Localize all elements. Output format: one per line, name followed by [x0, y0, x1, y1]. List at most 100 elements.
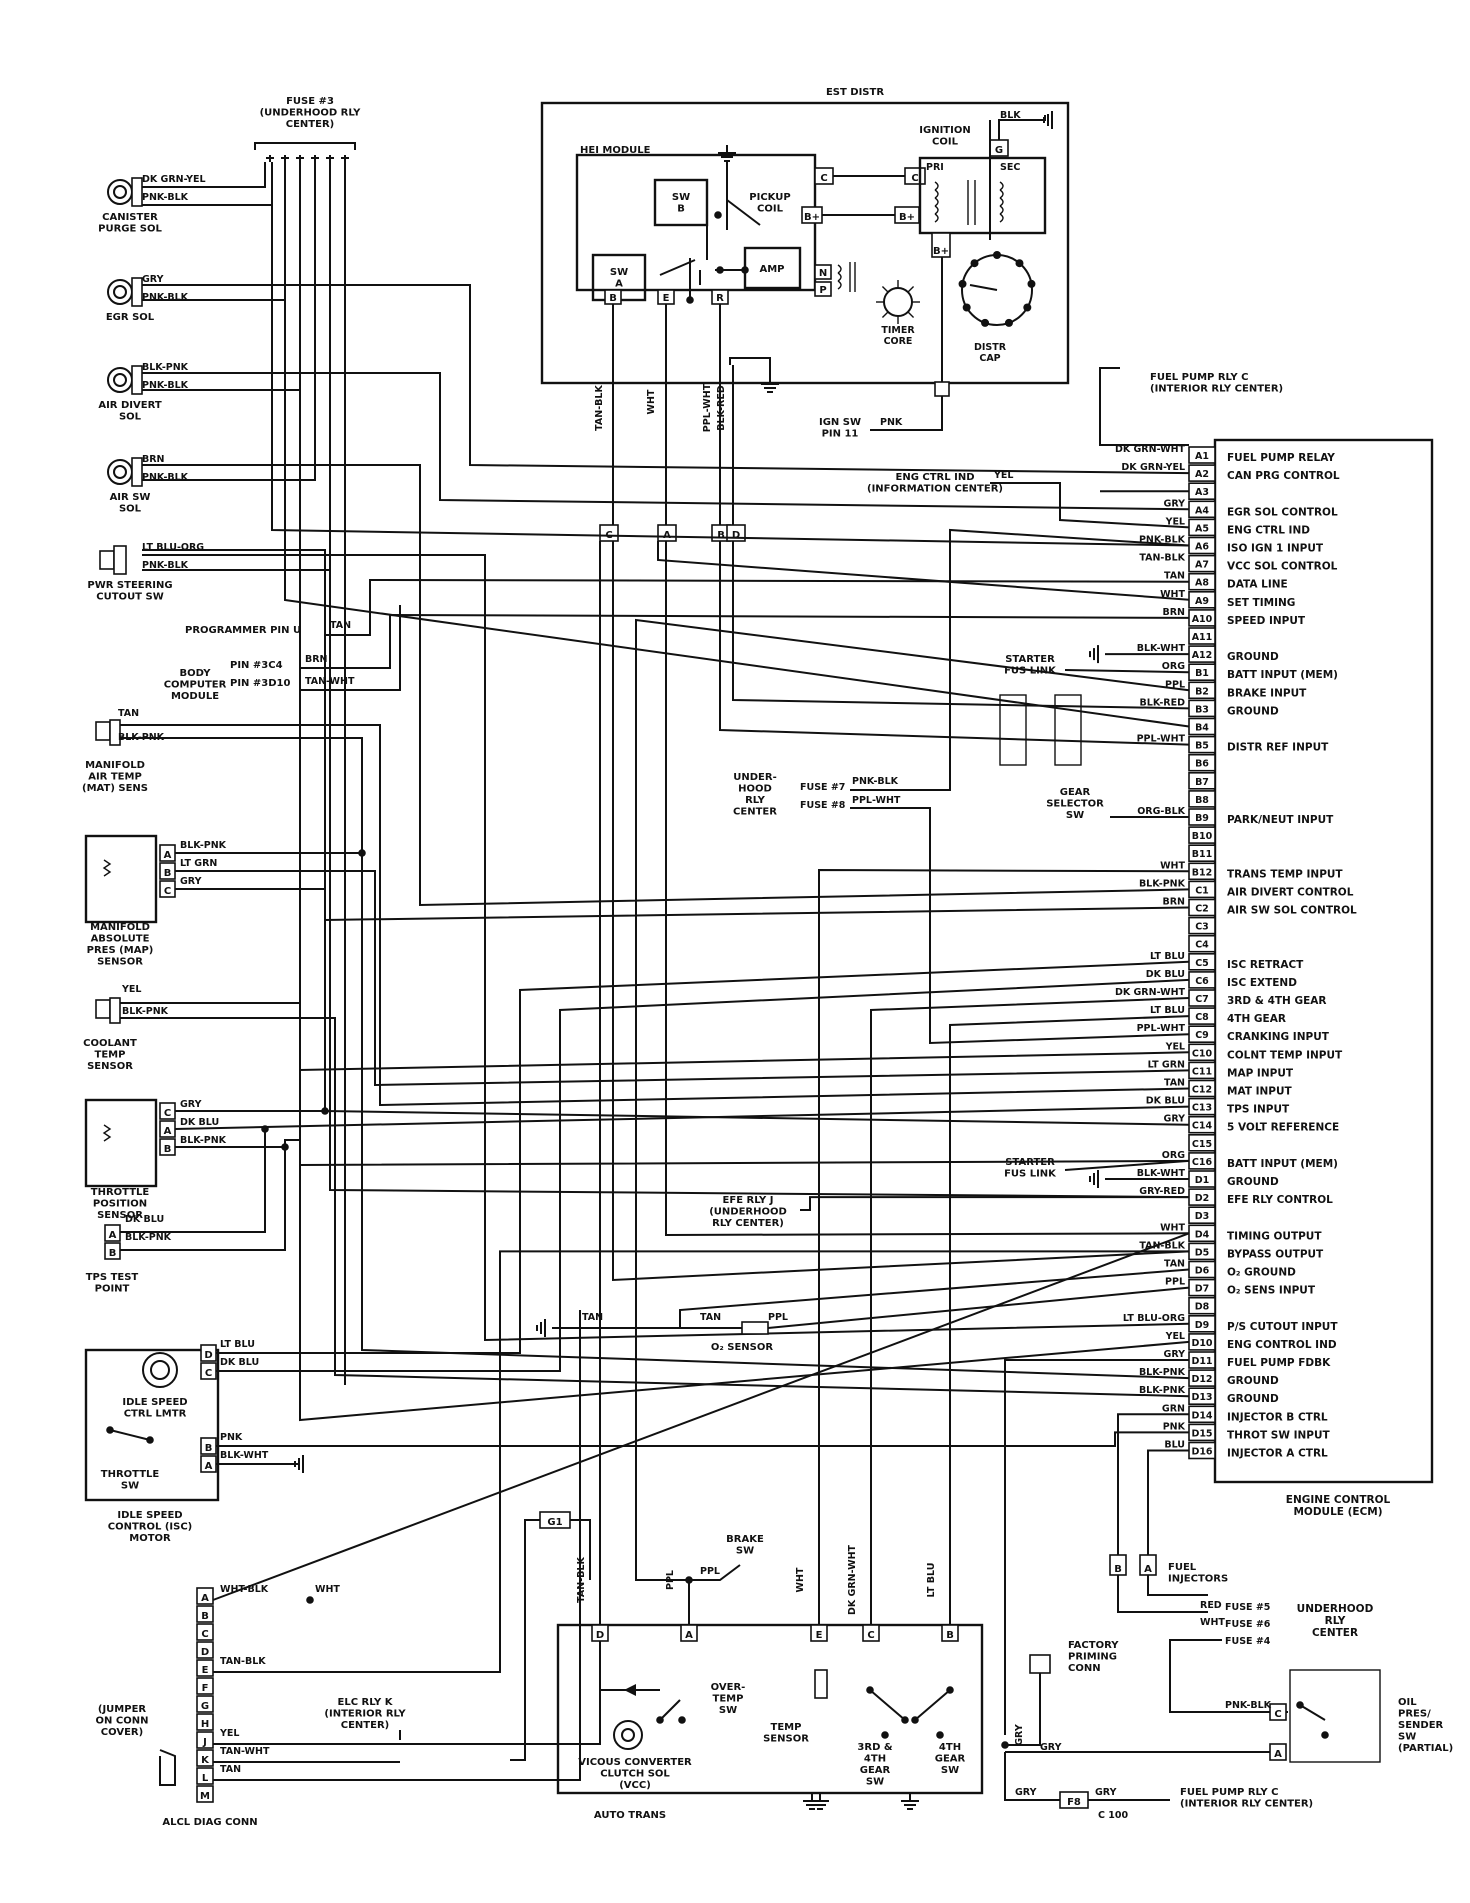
ecm-pin-number: C9 [1195, 1030, 1209, 1041]
distr-cap-terminal [1027, 279, 1036, 288]
ignition-coil-box [918, 156, 1047, 235]
wire-coolant-yel [120, 1002, 1190, 1072]
o2-sensor-body [741, 1321, 769, 1335]
pickup-winding [837, 280, 842, 290]
isc-pin-label: C [205, 1368, 212, 1379]
wire-mat-blk-pnk [120, 737, 363, 850]
junction-dot [741, 266, 749, 274]
ecm-wire-color: TAN-BLK [1139, 1240, 1185, 1251]
ecm-wire-color: DK GRN-WHT [1115, 444, 1186, 455]
alcl-pin-label: B [201, 1611, 209, 1622]
ecm-pin-number: C16 [1192, 1157, 1213, 1168]
map-wire-color: GRY [180, 876, 202, 887]
ecm-pin-box [1188, 753, 1216, 772]
ecm-wire-color: PPL [1165, 679, 1185, 690]
timer-core-tooth [881, 285, 889, 293]
wire-alcl-wht [212, 1232, 1190, 1601]
ecm-pin-function: INJECTOR A CTRL [1227, 1448, 1328, 1460]
auto-trans-pin-label: D [596, 1630, 604, 1641]
wire-g1-out [570, 1519, 591, 1580]
amp-label: AMP [759, 264, 784, 275]
auto-trans-wire-color: DK GRN-WHT [847, 1544, 858, 1615]
wire-isc-dk-blu [216, 978, 1190, 1372]
ecm-pin-function: BATT INPUT (MEM) [1227, 1158, 1338, 1170]
ecm-wire-color: PPL-WHT [1137, 1023, 1186, 1034]
wire-air-sw-pnk [142, 162, 316, 481]
distr-cap-terminal [1004, 318, 1013, 327]
ecm-pin-number: C6 [1195, 976, 1209, 987]
ecm-pin-number: B9 [1195, 813, 1209, 824]
ecm-pin-function: SPEED INPUT [1227, 615, 1306, 627]
ecm-pin-number: A10 [1192, 614, 1213, 625]
junction-dot [686, 296, 694, 304]
coil-terminal-bplus-label: B+ [899, 212, 915, 223]
vcc-wire [599, 1641, 660, 1691]
ecm-wire-color: YEL [1165, 1041, 1185, 1052]
component-name: EGR SOL [106, 312, 155, 323]
wire-blk-red-gnd [729, 357, 771, 376]
wire-tps-blk-pnk [175, 1139, 1190, 1422]
ecm-pin-function: 4TH GEAR [1227, 1013, 1286, 1025]
coil-pri-label: PRI [926, 162, 944, 173]
ecm-pin-number: C15 [1192, 1139, 1212, 1150]
underhood-mid-wire-color: PPL-WHT [852, 795, 901, 806]
ecm-pin-number: D4 [1195, 1229, 1210, 1240]
underhood-bot-wire-color: WHT [1200, 1617, 1225, 1628]
alcl-pin [196, 1713, 214, 1731]
coil-winding [934, 189, 939, 199]
coil-winding [999, 189, 1004, 199]
ecm-pin-number: C8 [1195, 1012, 1209, 1023]
eng-ctrl-ind-label: ENG CTRL IND(INFORMATION CENTER) [867, 472, 1003, 495]
coil-sec-label: SEC [1000, 162, 1020, 173]
dist-wire-color: BLK-RED [716, 385, 727, 431]
wire-alcl-tan [213, 1310, 581, 1781]
ecm-pin-box [1188, 934, 1216, 953]
wire-g1 [510, 1519, 540, 1761]
ecm-pin-function: GROUND [1227, 1393, 1279, 1405]
wire-ppl-wht-crank [850, 807, 1190, 1045]
coolant-body [95, 999, 111, 1019]
alcl-pin [196, 1731, 214, 1749]
timer-core-tooth [907, 311, 915, 319]
wire-dk-grn-yel [142, 284, 1190, 475]
wire-map-blk-pnk [175, 852, 1190, 1380]
wire-alcl-yel [213, 1341, 601, 1745]
junction-dot [678, 1716, 686, 1724]
ecm-pin-number: B8 [1195, 795, 1209, 806]
tps-resistor [102, 1124, 112, 1142]
wire-ppl-wht-ref [719, 541, 1190, 746]
tps-pin-label: A [164, 1126, 172, 1137]
ecm-pin-function: FUEL PUMP RELAY [1227, 452, 1335, 464]
auto-trans-wire-color: LT BLU [926, 1563, 937, 1598]
coil-terminal-g-label: G [995, 145, 1003, 156]
junction-dot [306, 1596, 314, 1604]
wire-wht-timing [665, 541, 1190, 1237]
ecm-pin-function: MAT INPUT [1227, 1086, 1292, 1098]
gear34-switch [869, 1689, 906, 1721]
temp-sensor-icon [814, 1669, 828, 1699]
wire-efe [800, 1196, 1189, 1211]
junction-dot [911, 1716, 919, 1724]
junction-dot [716, 266, 724, 274]
alcl-pin-label: G [201, 1701, 209, 1712]
alcl-wire-color: YEL [219, 1728, 239, 1739]
ecm-pin-number: A3 [1195, 487, 1209, 498]
isc-pin-label: B [205, 1443, 213, 1454]
wire-gry-f8 [1004, 1752, 1060, 1801]
oil-pres-box [1289, 1669, 1381, 1763]
wire-bus-3 [299, 390, 1190, 1167]
ecm-wire-color: BLK-RED [1140, 697, 1186, 708]
junction-dot [946, 1686, 954, 1694]
ecm-wire-color: GRY [1164, 1349, 1186, 1360]
overtemp-switch [659, 1699, 681, 1721]
ecm-wire-color: DK GRN-YEL [1121, 462, 1185, 473]
ecm-pin-number: D1 [1195, 1175, 1210, 1186]
ecm-pin-number: D8 [1195, 1302, 1210, 1313]
fuel-pump-bot-label: FUEL PUMP RLY C(INTERIOR RLY CENTER) [1180, 1787, 1313, 1810]
